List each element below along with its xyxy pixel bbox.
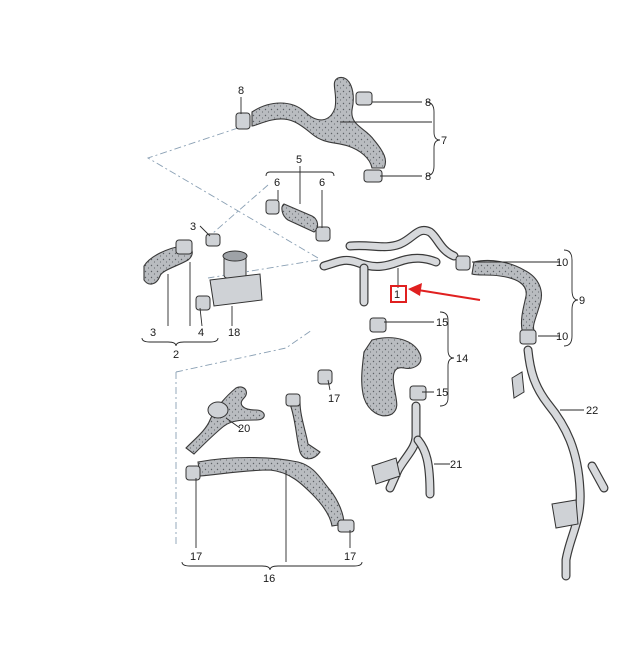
- valve-part-18: [195, 250, 263, 311]
- hose-part-3: [143, 233, 221, 285]
- label-part-20: 20: [238, 423, 250, 435]
- label-part-17: 17: [328, 393, 340, 405]
- label-part-17: 17: [190, 551, 202, 563]
- hose-part-20: [185, 386, 265, 455]
- clamp-4: [195, 295, 211, 311]
- label-part-4: 4: [198, 327, 204, 339]
- label-part-3: 3: [190, 221, 196, 233]
- label-part-14: 14: [456, 353, 468, 365]
- clamp-6-right: [315, 226, 331, 242]
- part-labels: 8 8 7 8 5 6 6 3 3 4 18 2 1 15 14 15 10 9…: [150, 85, 598, 585]
- pipe-part-22: [511, 345, 609, 581]
- leader-lines: [141, 97, 584, 571]
- clamp-3-top: [205, 233, 221, 247]
- clamp-17-top: [317, 369, 333, 385]
- clamp-8-left: [235, 112, 251, 130]
- clamp-10-bottom: [519, 329, 537, 345]
- label-part-16: 16: [263, 573, 275, 585]
- label-part-5: 5: [296, 154, 302, 166]
- hose-part-7: [235, 76, 387, 183]
- hose-part-9: [455, 255, 542, 345]
- label-part-1: 1: [394, 289, 400, 301]
- pipe-part-1: [319, 226, 459, 307]
- label-part-9: 9: [579, 295, 585, 307]
- clamp-17-left: [185, 465, 201, 481]
- clamp-10-top: [455, 255, 471, 271]
- clamp-8-bottom: [363, 169, 383, 183]
- clamp-3: [175, 239, 193, 255]
- label-part-8: 8: [425, 171, 431, 183]
- highlight-arrow-shaft: [417, 289, 481, 301]
- label-part-15: 15: [436, 317, 448, 329]
- label-part-6: 6: [274, 177, 280, 189]
- label-part-2: 2: [173, 349, 179, 361]
- label-part-17: 17: [344, 551, 356, 563]
- label-part-8: 8: [238, 85, 244, 97]
- label-part-10: 10: [556, 257, 568, 269]
- clamp-15-bottom: [409, 385, 427, 401]
- highlight-arrow-head: [408, 283, 422, 296]
- highlight-box: [390, 285, 407, 303]
- label-part-6: 6: [319, 177, 325, 189]
- label-part-15: 15: [436, 387, 448, 399]
- clamp-8-top: [355, 91, 373, 106]
- hose-part-14: [361, 317, 427, 417]
- highlight: [390, 283, 481, 303]
- label-part-7: 7: [441, 135, 447, 147]
- label-part-3: 3: [150, 327, 156, 339]
- label-part-18: 18: [228, 327, 240, 339]
- clamp-6-left: [265, 199, 280, 215]
- pipe-part-21: [371, 401, 435, 499]
- label-part-10: 10: [556, 331, 568, 343]
- clamp-15-top: [369, 317, 387, 333]
- hose-part-5: [265, 199, 331, 242]
- label-part-22: 22: [586, 405, 598, 417]
- clamp-17-bottom: [337, 519, 355, 533]
- label-part-21: 21: [450, 459, 462, 471]
- hose-part-16: [185, 369, 355, 533]
- label-part-8: 8: [425, 97, 431, 109]
